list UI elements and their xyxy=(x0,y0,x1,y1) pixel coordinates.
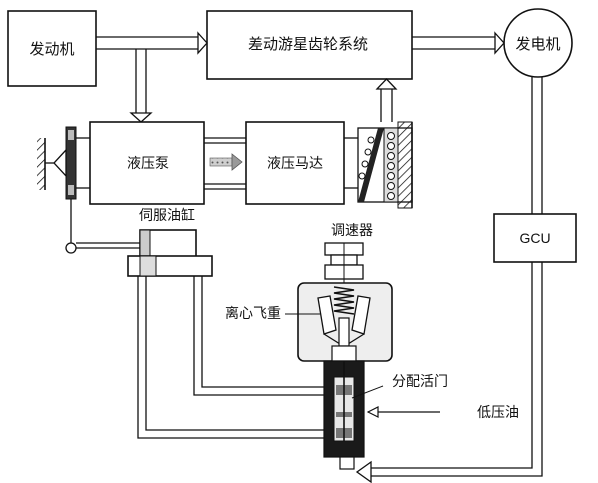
flyweights-label: 离心飞重 xyxy=(225,305,281,322)
engine-output-shaft xyxy=(96,31,208,55)
engine-box: 发动机 xyxy=(7,10,97,87)
generator-circle: 发电机 xyxy=(503,8,573,78)
pump-swash-plate xyxy=(45,126,90,254)
engine-label: 发动机 xyxy=(29,40,74,58)
servo-control-lines xyxy=(137,276,324,439)
governor-top xyxy=(324,242,364,285)
differential-planetary-label: 差动游星齿轮系统 xyxy=(248,35,368,53)
gcu-governor-signal xyxy=(355,262,543,483)
hydraulic-pump-label: 液压泵 xyxy=(127,156,169,172)
governor-housing xyxy=(297,282,393,362)
generator-gcu-lines xyxy=(531,77,543,214)
servo-cylinder xyxy=(76,229,213,277)
differential-planetary-box: 差动游星齿轮系统 xyxy=(206,10,413,80)
hydraulic-motor-label: 液压马达 xyxy=(267,156,323,172)
hydraulic-motor-box: 液压马达 xyxy=(245,121,345,205)
flow-arrow xyxy=(209,153,243,171)
distribution-valve-pointer xyxy=(351,385,384,399)
gcu-box: GCU xyxy=(493,213,577,263)
motor-bearing-assembly xyxy=(344,121,413,209)
generator-label: 发电机 xyxy=(515,35,560,53)
differential-to-generator-shaft xyxy=(412,31,505,55)
gcu-label: GCU xyxy=(519,230,550,246)
pump-motor-lines xyxy=(204,137,246,190)
governor-label: 调速器 xyxy=(331,223,373,239)
servo-cylinder-label: 伺服油缸 xyxy=(139,207,195,224)
pump-drive-shaft xyxy=(129,49,153,123)
low-pressure-oil-label: 低压油 xyxy=(477,405,519,421)
hydraulic-pump-box: 液压泵 xyxy=(89,121,205,205)
low-pressure-oil-inlet: 低压油 xyxy=(368,405,519,421)
distribution-valve-housing xyxy=(323,360,365,470)
distribution-valve-label: 分配活门 xyxy=(392,374,448,390)
motor-output-shaft xyxy=(375,78,398,122)
ground-hatch xyxy=(37,138,46,190)
